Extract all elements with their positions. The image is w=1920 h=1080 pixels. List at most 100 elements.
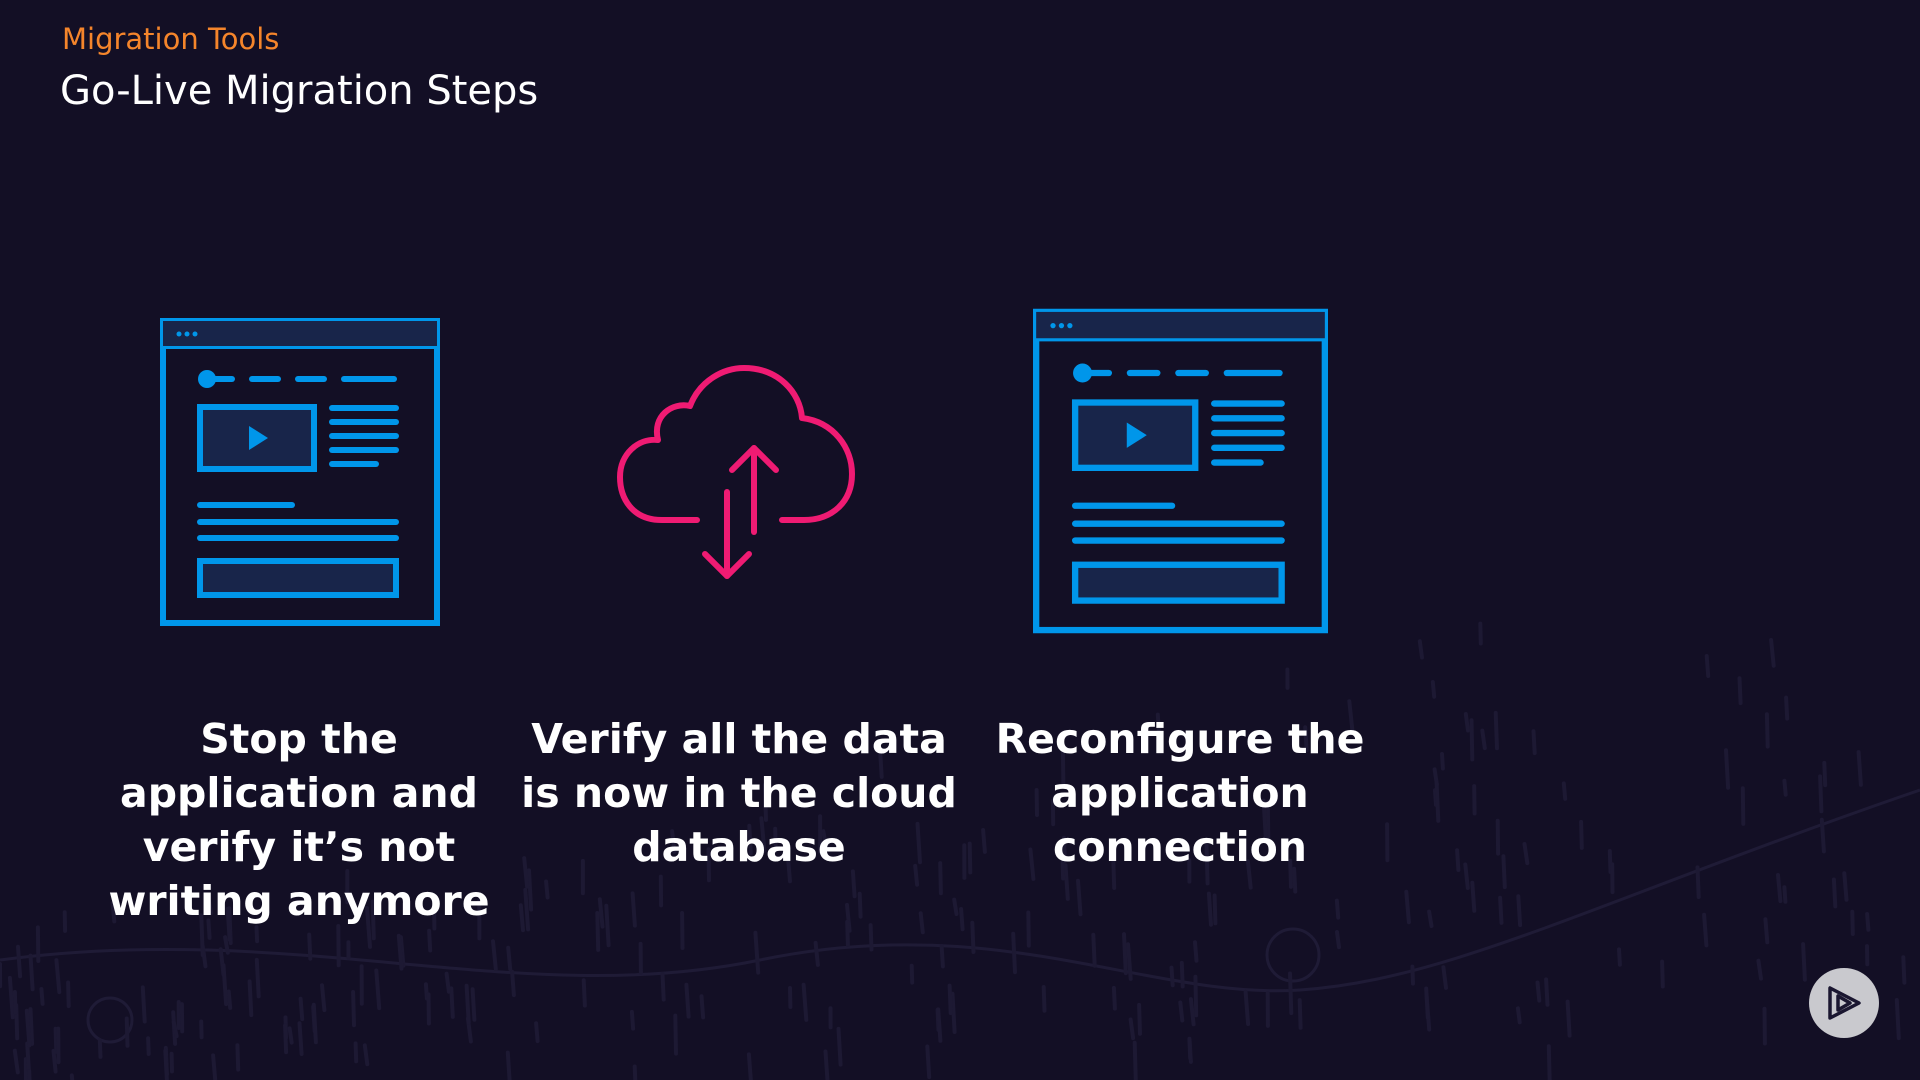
background-tick bbox=[630, 891, 637, 928]
background-tick bbox=[1245, 859, 1253, 890]
background-tick bbox=[1856, 750, 1863, 787]
background-tick bbox=[298, 996, 305, 1022]
background-tick bbox=[28, 953, 35, 992]
background-tick bbox=[365, 906, 372, 949]
background-tick bbox=[1784, 695, 1790, 721]
background-tick bbox=[773, 826, 778, 851]
background-tick bbox=[12, 990, 18, 1015]
background-tick bbox=[124, 1016, 130, 1048]
background-tick bbox=[206, 897, 214, 916]
background-tick bbox=[670, 829, 677, 854]
background-tick bbox=[699, 994, 706, 1020]
background-tick bbox=[1493, 710, 1499, 751]
background-tick bbox=[51, 1048, 58, 1074]
play-button[interactable] bbox=[1809, 968, 1879, 1038]
background-tick bbox=[939, 944, 945, 969]
background-tick bbox=[1303, 725, 1309, 753]
background-tick bbox=[1060, 852, 1066, 881]
step-2-label: Verify all the data is now in the cloud … bbox=[521, 715, 957, 871]
background-tick bbox=[1128, 1017, 1136, 1041]
background-tick bbox=[1440, 752, 1445, 771]
background-tick bbox=[1417, 639, 1424, 660]
background-tick bbox=[1801, 942, 1807, 982]
background-tick bbox=[1261, 798, 1268, 841]
background-tick bbox=[1243, 989, 1251, 1026]
background-tick bbox=[1531, 729, 1537, 756]
background-tick bbox=[915, 821, 922, 865]
background-tick bbox=[470, 987, 477, 1022]
background-tick bbox=[1764, 712, 1770, 749]
background-tick bbox=[1756, 958, 1763, 981]
background-tick bbox=[1126, 942, 1133, 981]
background-tick bbox=[353, 1041, 359, 1064]
background-tick bbox=[801, 982, 809, 1022]
background-tick bbox=[53, 1026, 59, 1054]
background-tick bbox=[1187, 1036, 1193, 1061]
cloud-sync-icon bbox=[617, 365, 855, 579]
background-tick bbox=[1193, 940, 1199, 963]
background-tick bbox=[1028, 847, 1036, 881]
background-tick bbox=[444, 971, 451, 994]
background-tick bbox=[1434, 780, 1441, 823]
background-tick bbox=[868, 923, 874, 952]
background-tick bbox=[146, 1036, 151, 1056]
background-tick bbox=[1561, 781, 1568, 801]
background-tick bbox=[1831, 877, 1838, 909]
background-tick bbox=[66, 980, 71, 1009]
background-tick bbox=[69, 1073, 75, 1080]
background-tick bbox=[660, 972, 666, 1002]
background-tick bbox=[534, 1021, 540, 1044]
background-tick bbox=[1901, 955, 1907, 985]
background-tick bbox=[1822, 760, 1828, 788]
background-tick bbox=[505, 1050, 512, 1080]
browser-window-icon bbox=[1033, 308, 1328, 634]
background-tick bbox=[12, 1048, 20, 1075]
background-tick bbox=[595, 911, 601, 952]
background-tick bbox=[254, 957, 261, 999]
background-tick bbox=[163, 1048, 169, 1080]
background-tick bbox=[283, 1023, 289, 1055]
background-tick bbox=[211, 1053, 218, 1080]
background-tick bbox=[959, 907, 965, 932]
background-tick bbox=[1782, 778, 1788, 797]
background-tick bbox=[1204, 842, 1210, 886]
background-tick bbox=[1155, 712, 1162, 741]
background-tick bbox=[1297, 998, 1303, 1030]
background-tick bbox=[1206, 891, 1213, 927]
background-tick bbox=[1132, 1040, 1138, 1080]
background-tick bbox=[1404, 889, 1411, 925]
background-tick bbox=[1695, 865, 1701, 900]
background-tick bbox=[1546, 1044, 1552, 1080]
background-tick bbox=[1737, 676, 1743, 706]
background-tick bbox=[1441, 965, 1448, 990]
background-tick bbox=[753, 930, 761, 975]
background-tick bbox=[510, 969, 516, 998]
background-tick bbox=[925, 1044, 932, 1080]
background-tick bbox=[1660, 959, 1665, 989]
background-tick bbox=[1763, 917, 1770, 945]
background-tick bbox=[1776, 873, 1783, 904]
background-tick bbox=[1193, 974, 1199, 1018]
background-tick bbox=[813, 940, 820, 967]
background-tick bbox=[311, 1002, 318, 1045]
background-tick bbox=[967, 841, 973, 875]
background-tick bbox=[523, 887, 531, 932]
background-tick bbox=[604, 903, 611, 948]
background-tick bbox=[1522, 842, 1530, 866]
background-tick bbox=[1704, 654, 1711, 678]
background-tick bbox=[747, 823, 753, 856]
background-tick bbox=[913, 863, 920, 887]
background-tick bbox=[1041, 985, 1047, 1013]
background-tick bbox=[362, 1043, 370, 1067]
background-tick bbox=[506, 945, 513, 972]
background-tick bbox=[1740, 786, 1746, 826]
background-tick bbox=[226, 989, 233, 1010]
background-tick bbox=[28, 1007, 35, 1046]
background-tick bbox=[374, 968, 382, 1011]
step-3-label: Reconfigure the application connection bbox=[995, 715, 1365, 871]
background-tick bbox=[1169, 965, 1175, 988]
background-tick bbox=[1463, 712, 1470, 733]
background-tick bbox=[1865, 912, 1871, 932]
background-tick bbox=[1842, 871, 1849, 902]
background-tick bbox=[1894, 998, 1901, 1041]
